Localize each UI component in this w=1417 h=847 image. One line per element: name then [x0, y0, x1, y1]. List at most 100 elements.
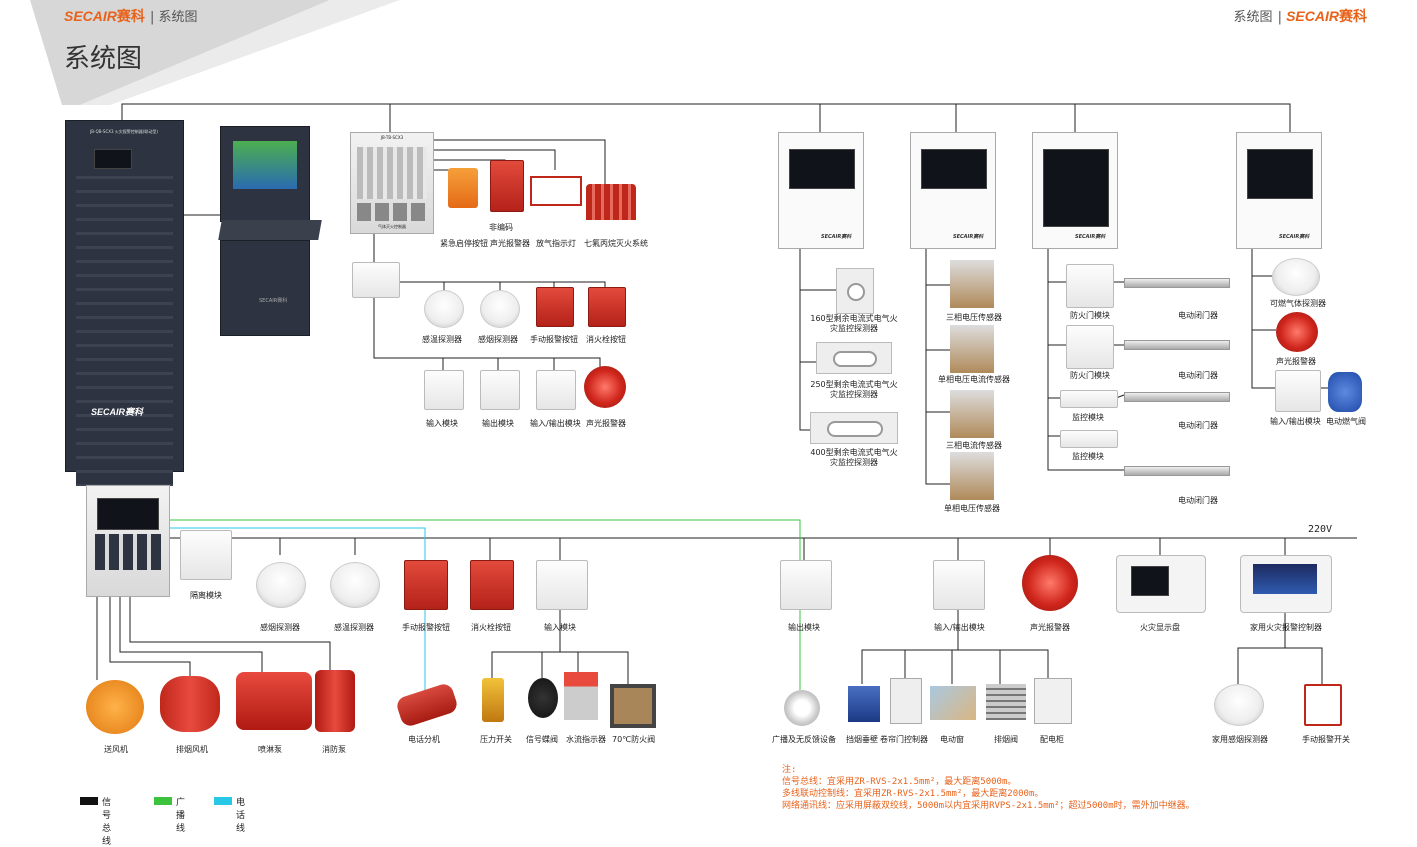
speaker-icon	[784, 690, 820, 726]
label-butterfly-valve: 信号蝶阀	[526, 735, 558, 744]
sensor-160-icon	[836, 268, 874, 314]
header-divider: |	[150, 10, 159, 25]
single-phase-voltage-sensor-icon	[950, 452, 994, 500]
fire-door-panel: SECAIR赛科	[1032, 132, 1118, 249]
siren-bottom-icon	[1022, 555, 1078, 611]
smoke-detector-bottom-icon	[256, 562, 306, 608]
label-power-sensor-4: 单相电压传感器	[944, 504, 1000, 513]
legend-broadcast: 广播线	[176, 798, 186, 834]
label-smoke-curtain: 挡烟垂壁	[846, 735, 878, 744]
heat-detector-icon	[424, 290, 464, 328]
label-fire-display: 火灾显示盘	[1140, 623, 1180, 632]
label-fire-damper: 70℃防火阀	[612, 735, 656, 744]
label-emergency-stop: 紧急启停按钮	[440, 239, 488, 248]
label-pressure-switch: 压力开关	[480, 735, 512, 744]
label-home-switch: 手动报警开关	[1302, 735, 1350, 744]
output-module-bottom-icon	[780, 560, 832, 610]
gas-siren-icon	[1276, 312, 1318, 352]
label-fire-door-module-1: 防火门模块	[1070, 311, 1110, 320]
smoke-exhaust-valve-icon	[986, 684, 1026, 720]
combustible-gas-detector-icon	[1272, 258, 1320, 296]
label-fire-system: 七氟丙烷灭火系统	[584, 239, 648, 248]
linkage-control-panel	[86, 485, 170, 597]
input-module-bottom-icon	[536, 560, 588, 610]
workstation-screen	[233, 141, 297, 189]
notes-title: 注:	[782, 765, 797, 775]
label-monitor-module-1: 监控模块	[1072, 413, 1104, 422]
label-exhaust-fan: 排烟风机	[176, 745, 208, 754]
label-sensor-400: 400型剩余电流式电气火灾监控探测器	[810, 448, 898, 467]
gas-detection-panel: SECAIR赛科	[1236, 132, 1322, 249]
label-smoke-bottom: 感烟探测器	[260, 623, 300, 632]
label-home-controller: 家用火灾报警控制器	[1250, 623, 1322, 632]
legend-swatch-phone	[214, 797, 232, 805]
header-banner	[30, 0, 400, 105]
legend-phone: 电话线	[236, 798, 246, 834]
distribution-cabinet-icon	[1034, 678, 1072, 724]
header-right: 系统图 | SECAIR赛科	[1233, 8, 1367, 25]
label-input-bottom: 输入模块	[544, 623, 576, 632]
gas-release-indicator	[530, 176, 582, 206]
label-non-coded: 非编码	[489, 223, 513, 232]
electrical-fire-panel: SECAIR赛科	[778, 132, 864, 249]
label-supply-fan: 送风机	[104, 745, 128, 754]
power-monitor-panel: SECAIR赛科	[910, 132, 996, 249]
smoke-detector-icon	[480, 290, 520, 328]
isolation-module-icon	[180, 530, 232, 580]
sensor-250-icon	[816, 342, 892, 374]
manual-button-bottom-icon	[404, 560, 448, 610]
heat-detector-bottom-icon	[330, 562, 380, 608]
notes: 注: 信号总线：宜采用ZR-RVS-2x1.5mm²，最大距离5000m。 多线…	[782, 764, 1382, 812]
label-gas-alarm: 声光报警器	[490, 239, 530, 248]
legend-signal: 信号总线	[102, 798, 112, 847]
voltage-label: 220V	[1308, 524, 1333, 535]
label-fire-pump: 消防泵	[322, 745, 346, 754]
fire-display-panel-icon	[1116, 555, 1206, 613]
legend-swatch-signal	[80, 797, 98, 805]
fire-pump-icon	[315, 670, 355, 732]
sprinkler-pump-icon	[236, 672, 312, 730]
door-closer-1-icon	[1124, 278, 1230, 288]
label-distribution-cabinet: 配电柜	[1040, 735, 1064, 744]
label-smoke-exhaust-valve: 排烟阀	[994, 735, 1018, 744]
electric-window-icon	[930, 686, 976, 720]
input-module-icon	[424, 370, 464, 410]
door-closer-4-icon	[1124, 466, 1230, 476]
home-manual-switch-icon	[1304, 684, 1342, 726]
cabinet-panel-rows	[76, 176, 173, 486]
label-manual-button: 手动报警按钮	[530, 335, 578, 344]
door-closer-2-icon	[1124, 340, 1230, 350]
label-sensor-250: 250型剩余电流式电气火灾监控探测器	[810, 380, 898, 399]
label-isolation: 隔离模块	[190, 591, 222, 600]
label-sensor-160: 160型剩余电流式电气火灾监控探测器	[810, 314, 898, 333]
label-broadcast: 广播及无反馈设备	[772, 735, 836, 744]
label-io-bottom: 输入/输出模块	[934, 623, 985, 632]
gas-valve-icon	[1328, 372, 1362, 412]
label-siren-bottom: 声光报警器	[1030, 623, 1070, 632]
monitor-module-2-icon	[1060, 430, 1118, 448]
exhaust-fan-icon	[160, 676, 220, 732]
workstation-desk	[218, 220, 322, 240]
label-input-module: 输入模块	[426, 419, 458, 428]
door-closer-3-icon	[1124, 392, 1230, 402]
label-io-module: 输入/输出模块	[530, 419, 581, 428]
three-phase-current-sensor-icon	[950, 390, 994, 438]
manual-alarm-button-icon	[536, 287, 574, 327]
emergency-stop-button	[448, 168, 478, 208]
page-title: 系统图	[64, 44, 143, 74]
fire-damper-icon	[610, 684, 656, 728]
signal-butterfly-valve-icon	[528, 678, 558, 718]
sound-light-alarm	[490, 160, 524, 212]
label-gas-valve: 电动燃气阀	[1326, 417, 1366, 426]
smoke-curtain-icon	[848, 686, 880, 722]
label-door-closer-2: 电动闭门器	[1178, 371, 1218, 380]
workstation-base: SECAIR赛科	[220, 240, 310, 336]
hydrant-button-icon	[588, 287, 626, 327]
label-sprinkler-pump: 喷淋泵	[258, 745, 282, 754]
label-monitor-module-2: 监控模块	[1072, 452, 1104, 461]
gas-extinguishing-panel: JB-TB-SCX3 气体灭火控制器	[350, 132, 434, 234]
notes-line-2: 多线联动控制线：宜采用ZR-RVS-2x1.5mm²，最大距离2000m。	[782, 789, 1044, 799]
heptafluoropropane-system	[586, 184, 636, 220]
label-heat-detector: 感温探测器	[422, 335, 462, 344]
